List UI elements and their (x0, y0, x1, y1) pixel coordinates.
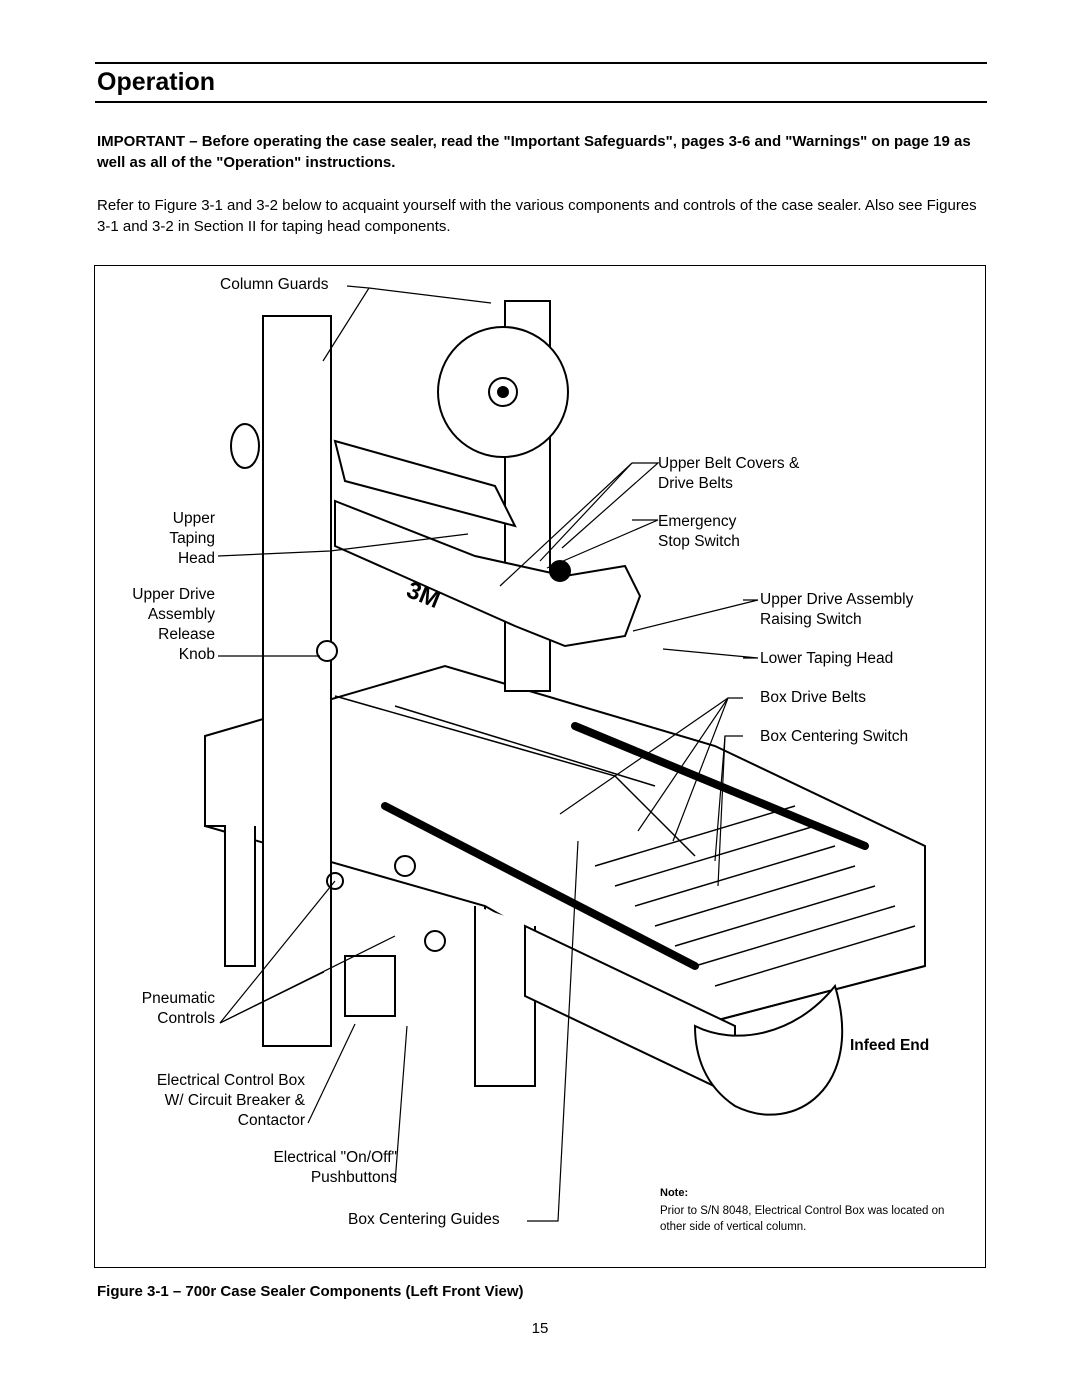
label-upper-drive-raising-switch: Upper Drive Assembly Raising Switch (760, 591, 914, 628)
note-text: Prior to S/N 8048, Electrical Control Bo… (660, 1205, 945, 1233)
label-infeed-end: Infeed End (850, 1037, 930, 1054)
label-box-centering-guides: Box Centering Guides (348, 1211, 500, 1228)
label-box-centering-switch: Box Centering Switch (760, 728, 909, 745)
label-on-off-pushbuttons: Electrical "On/Off" Pushbuttons (273, 1149, 397, 1186)
note-title: Note: (660, 1187, 689, 1199)
top-rule (95, 62, 987, 64)
figure-caption: Figure 3-1 – 700r Case Sealer Components… (97, 1283, 524, 1300)
label-pneumatic-controls: Pneumatic Controls (141, 990, 215, 1027)
label-column-guards: Column Guards (220, 276, 329, 293)
label-electrical-control-box: Electrical Control Box W/ Circuit Breake… (156, 1072, 305, 1129)
label-upper-taping-head: Upper Taping Head (169, 510, 215, 567)
label-upper-drive-release-knob: Upper Drive Assembly Release Knob (132, 586, 215, 663)
label-lower-taping-head: Lower Taping Head (760, 650, 894, 667)
page-title: Operation (97, 68, 216, 96)
title-underline (95, 101, 987, 103)
case-sealer-illustration: 3M (204, 285, 926, 1222)
important-notice: IMPORTANT – Before operating the case se… (97, 133, 971, 171)
label-emergency-stop: Emergency Stop Switch (658, 513, 740, 550)
intro-paragraph: Refer to Figure 3-1 and 3-2 below to acq… (97, 197, 977, 235)
page-number: 15 (531, 1320, 549, 1337)
label-box-drive-belts: Box Drive Belts (760, 689, 866, 706)
label-upper-belt-covers: Upper Belt Covers & Drive Belts (658, 455, 800, 492)
figure-frame: 3M Column Guards Upper Taping Head Uppe (94, 265, 986, 1268)
